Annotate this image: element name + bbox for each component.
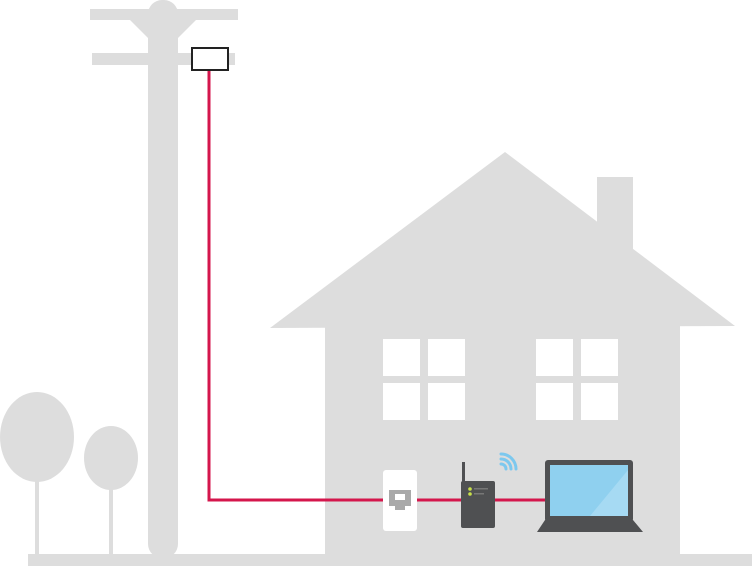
- wifi-signal-icon: [499, 452, 518, 471]
- tree-large: [0, 392, 74, 558]
- cable: [207, 71, 548, 502]
- window-left: [383, 339, 465, 420]
- wall-socket-icon: [383, 470, 417, 531]
- laptop-icon: [537, 460, 643, 532]
- house: [270, 152, 735, 558]
- junction-box: [191, 47, 229, 71]
- router-icon: [461, 462, 495, 528]
- window-right: [536, 339, 618, 420]
- tree-small: [84, 426, 138, 558]
